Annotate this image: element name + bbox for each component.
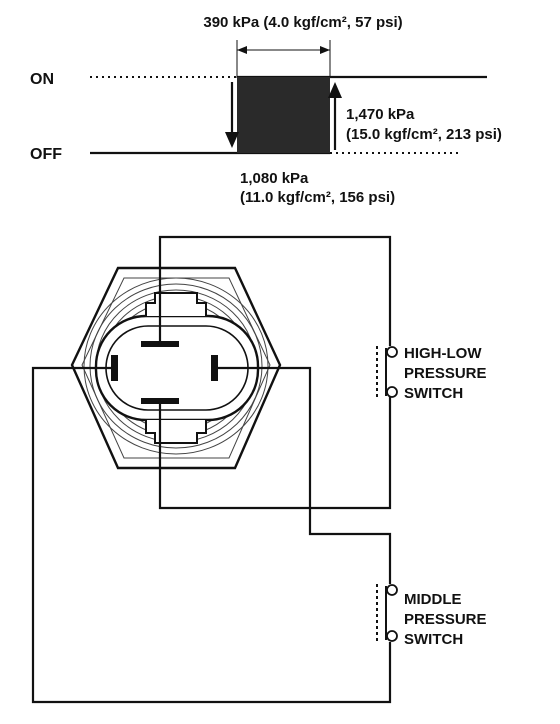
hysteresis-graph: 390 kPa (4.0 kgf/cm², 57 psi) ON OFF 1,4… (30, 14, 502, 206)
fall-detail: (11.0 kgf/cm², 156 psi) (240, 189, 395, 206)
off-label: OFF (30, 146, 62, 163)
dim-arrow-left (237, 46, 247, 54)
dim-arrow-right (320, 46, 330, 54)
hl-label-1: HIGH-LOW (404, 345, 482, 362)
hl-label-2: PRESSURE (404, 365, 487, 382)
thread-ring-3 (89, 283, 263, 449)
thread-ring-2 (83, 277, 269, 455)
hl-contact-top (386, 346, 398, 358)
rise-arrow-head (328, 82, 342, 98)
wiring (31, 235, 392, 704)
hl-contact-bottom (386, 386, 398, 398)
wire-hl-bottom (158, 396, 392, 510)
mid-label-3: SWITCH (404, 631, 463, 648)
hysteresis-block (237, 77, 330, 153)
sensor-connector (70, 266, 282, 470)
hex-body (70, 266, 282, 470)
mid-label-1: MIDDLE (404, 591, 462, 608)
rise-value: 1,470 kPa (346, 106, 415, 123)
wire-mid-bottom (31, 366, 392, 704)
wire-hl-top (158, 235, 392, 346)
on-label: ON (30, 71, 54, 88)
wire-mid-top (214, 366, 392, 584)
differential-label: 390 kPa (4.0 kgf/cm², 57 psi) (203, 14, 402, 31)
mid-contact-bottom (386, 630, 398, 642)
fall-arrow-head (225, 132, 239, 148)
hl-label-3: SWITCH (404, 385, 463, 402)
rise-detail: (15.0 kgf/cm², 213 psi) (346, 126, 502, 143)
fall-value: 1,080 kPa (240, 170, 309, 187)
mid-contact-top (386, 584, 398, 596)
connector-key-top (145, 292, 207, 316)
mid-label-2: PRESSURE (404, 611, 487, 628)
thread-ring-1 (81, 277, 271, 459)
high-low-switch: HIGH-LOW PRESSURE SWITCH (376, 345, 487, 402)
middle-switch: MIDDLE PRESSURE SWITCH (376, 584, 487, 648)
terminal-left (111, 355, 118, 381)
terminal-bottom (141, 398, 179, 404)
connector-key-bottom (145, 420, 207, 444)
